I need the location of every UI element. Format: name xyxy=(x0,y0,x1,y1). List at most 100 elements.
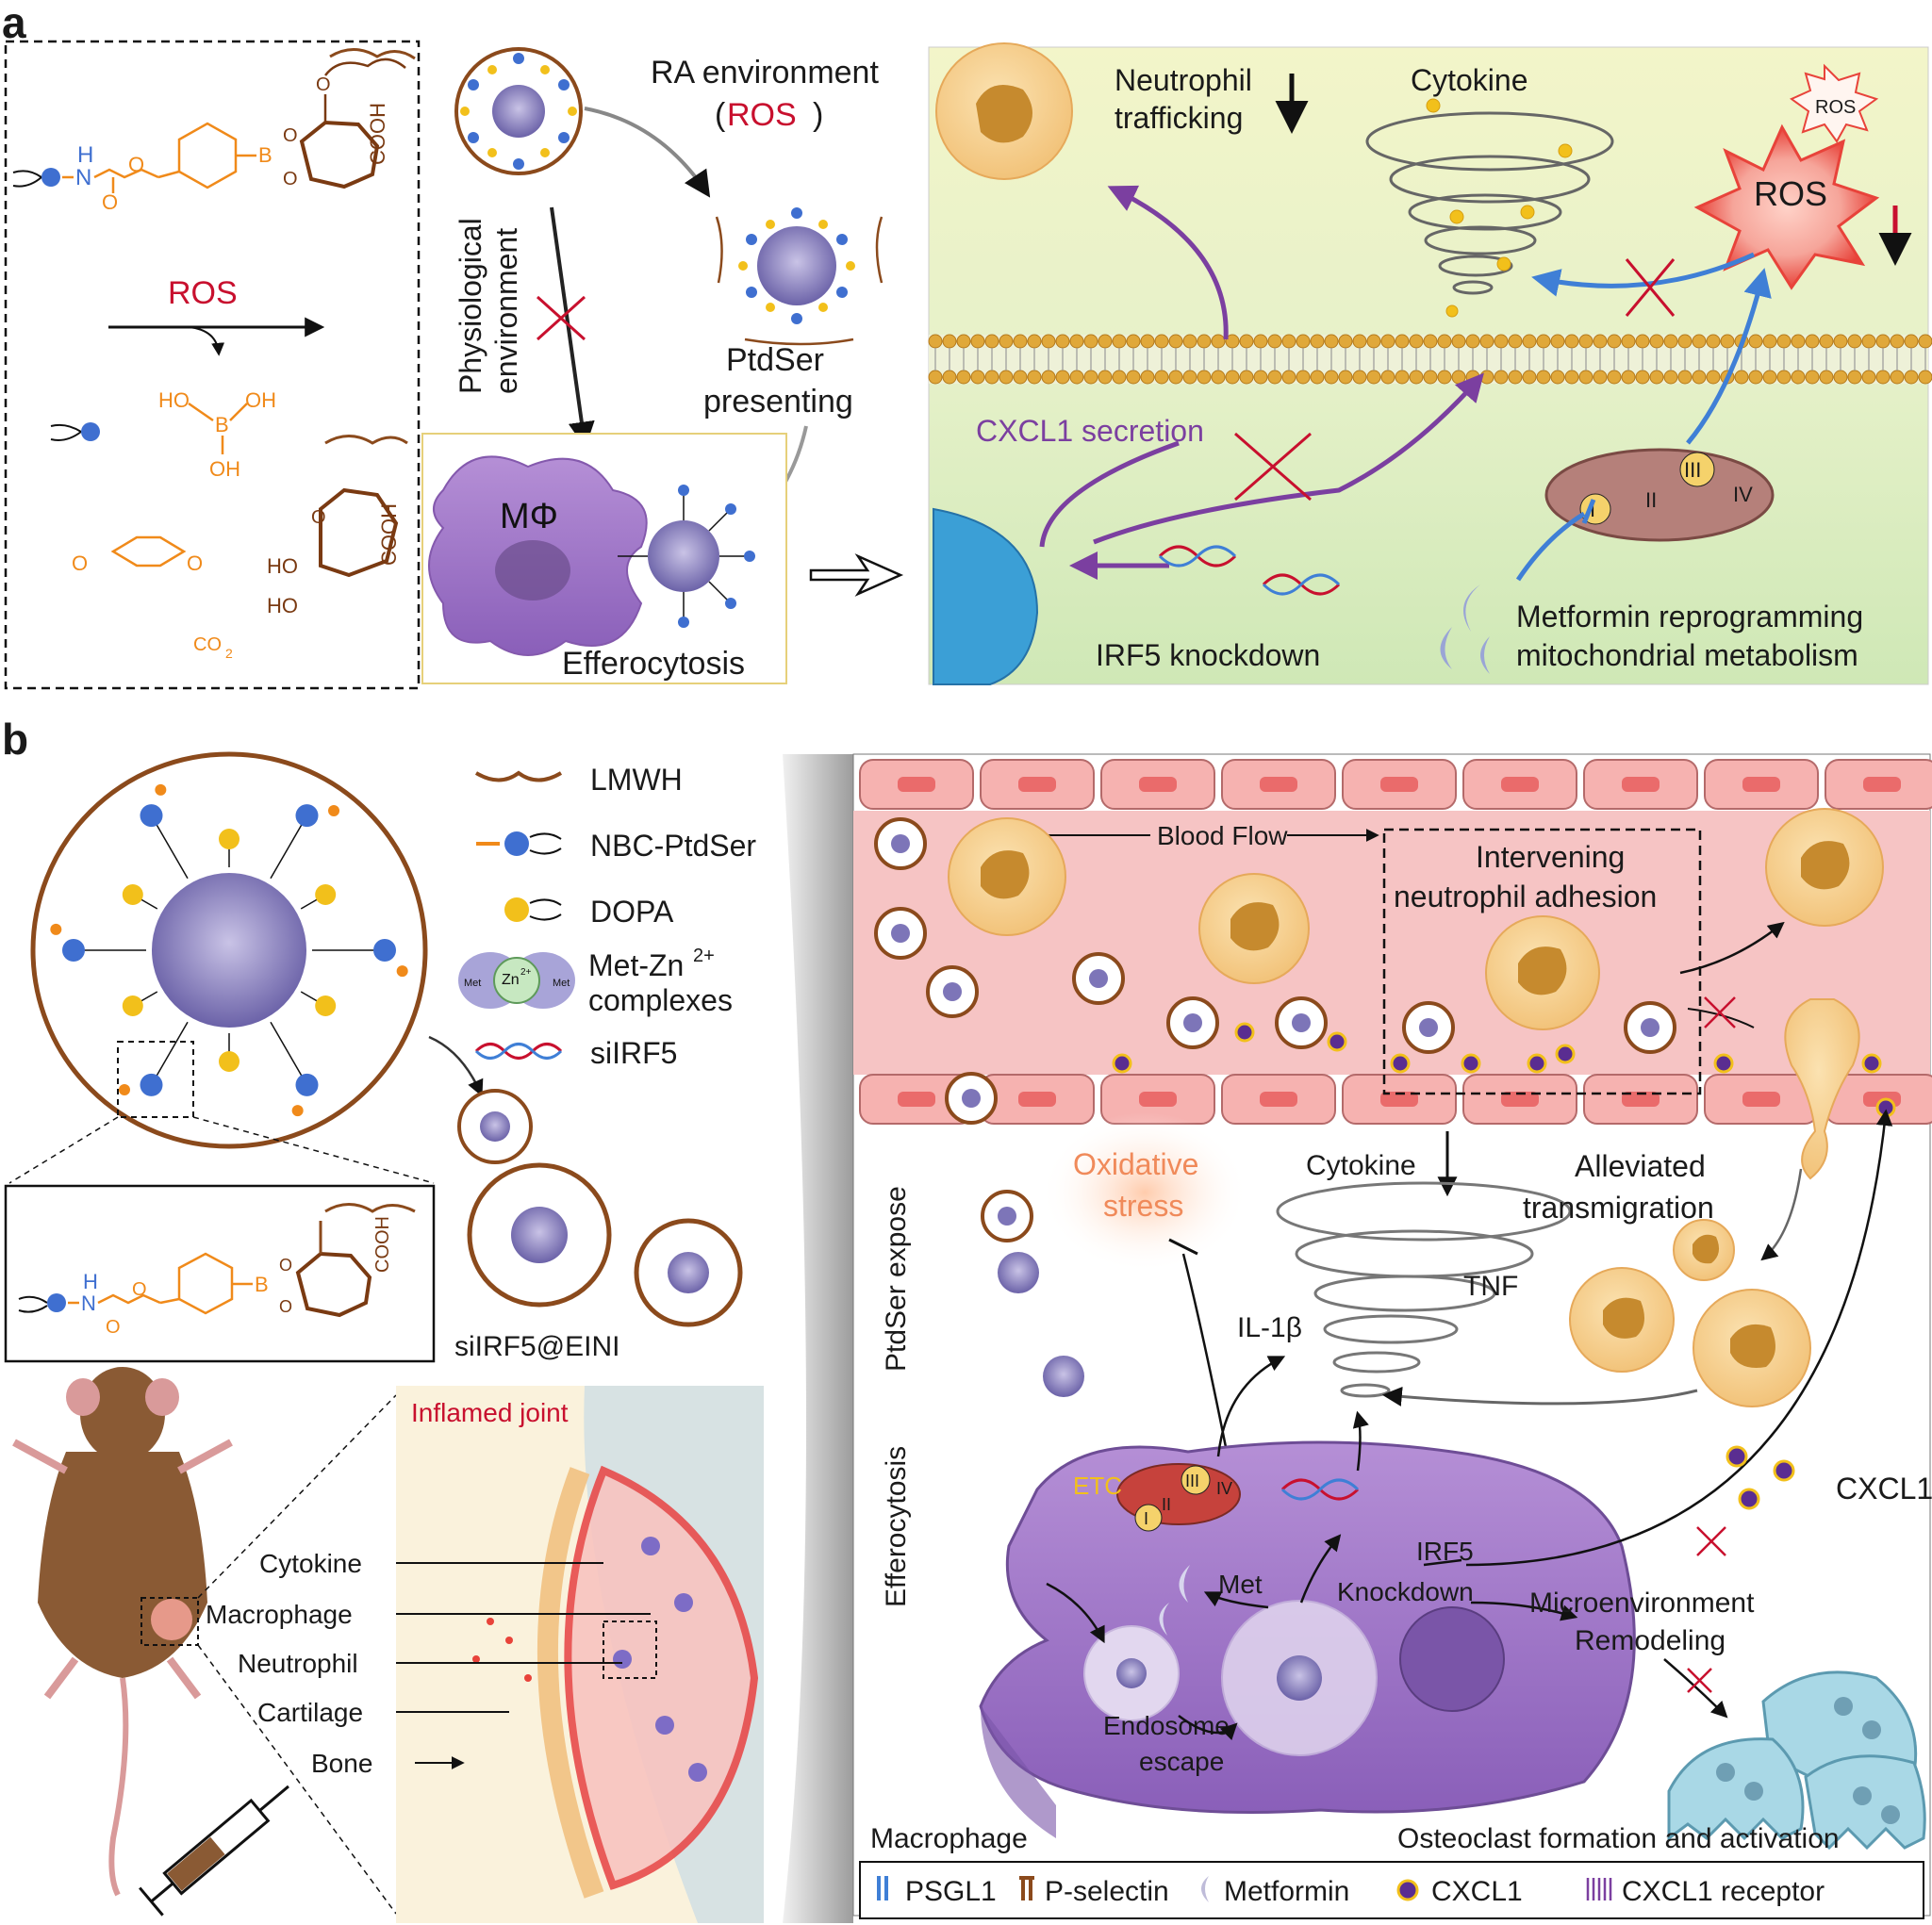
svg-text:I: I xyxy=(1590,498,1595,521)
svg-text:TNF: TNF xyxy=(1463,1271,1518,1302)
cell-membrane xyxy=(928,334,1932,385)
svg-text:CO: CO xyxy=(193,634,222,655)
svg-text:N: N xyxy=(75,165,91,190)
svg-text:ROS: ROS xyxy=(1815,97,1856,118)
svg-text:O: O xyxy=(128,153,144,176)
svg-text:Metformin reprogramming: Metformin reprogramming xyxy=(1516,600,1863,633)
svg-text:Macrophage: Macrophage xyxy=(206,1600,353,1629)
svg-text:Bone: Bone xyxy=(311,1749,372,1778)
svg-text:environment: environment xyxy=(489,228,523,394)
cxcl1-receptor-icon xyxy=(1586,1878,1612,1900)
svg-text:III: III xyxy=(1684,458,1701,482)
mechanism-scheme: Neutrophil trafficking Cytokine ROS ROS … xyxy=(928,42,1932,685)
svg-text:I: I xyxy=(1144,1509,1148,1528)
targeting-scheme: RA environment ( ROS ) Physiological env… xyxy=(421,47,883,684)
svg-text:Met-Zn: Met-Zn xyxy=(588,948,684,982)
svg-text:CXCL1: CXCL1 xyxy=(1431,1876,1523,1907)
svg-text:complexes: complexes xyxy=(588,983,733,1017)
svg-text:O: O xyxy=(283,169,298,189)
svg-text:Macrophage: Macrophage xyxy=(870,1823,1028,1854)
svg-text:H: H xyxy=(77,142,93,168)
svg-text:COOH: COOH xyxy=(377,503,401,566)
macrophage-symbol: MΦ xyxy=(500,497,558,536)
svg-text:III: III xyxy=(1185,1472,1199,1490)
svg-text:Cartilage: Cartilage xyxy=(257,1698,363,1727)
svg-text:B: B xyxy=(255,1273,269,1296)
svg-text:(: ( xyxy=(715,97,726,133)
svg-text:CXCL1: CXCL1 xyxy=(1836,1472,1932,1505)
svg-text:presenting: presenting xyxy=(703,384,853,420)
svg-text:COOH: COOH xyxy=(366,103,389,165)
p-selectin-icon xyxy=(1019,1876,1034,1900)
svg-text:O: O xyxy=(102,190,118,214)
svg-text:stress: stress xyxy=(1103,1189,1183,1223)
svg-text:Physiological: Physiological xyxy=(454,218,487,394)
psgl1-icon xyxy=(877,1876,888,1900)
svg-text:Zn: Zn xyxy=(502,972,520,988)
svg-text:ETC: ETC xyxy=(1073,1472,1122,1500)
svg-text:Intervening: Intervening xyxy=(1476,840,1625,874)
linker-inset: H N O O B O O COOH xyxy=(4,1184,436,1363)
svg-text:2+: 2+ xyxy=(693,946,715,966)
svg-text:mitochondrial metabolism: mitochondrial metabolism xyxy=(1516,638,1858,672)
ros-cleavage-scheme: H N O O B O O O COOH ROS HO B OH OH O O … xyxy=(4,40,421,690)
svg-text:OH: OH xyxy=(245,388,276,412)
panel-a-letter: a xyxy=(2,0,26,47)
svg-text:2+: 2+ xyxy=(520,967,532,978)
svg-text:IV: IV xyxy=(1733,483,1753,506)
svg-text:COOH: COOH xyxy=(372,1216,393,1273)
svg-text:Cytokine: Cytokine xyxy=(1306,1150,1416,1181)
svg-text:Cytokine: Cytokine xyxy=(1411,63,1528,97)
svg-text:Met: Met xyxy=(1218,1570,1263,1599)
svg-text:PtdSer: PtdSer xyxy=(726,342,824,378)
svg-text:O: O xyxy=(106,1317,121,1338)
ros-label: ROS xyxy=(168,275,238,311)
svg-text:NBC-PtdSer: NBC-PtdSer xyxy=(590,829,756,863)
svg-text:O: O xyxy=(279,1297,292,1316)
svg-text:Efferocytosis: Efferocytosis xyxy=(562,646,745,682)
zoom-connector xyxy=(783,754,853,1923)
svg-text:O: O xyxy=(283,125,298,146)
svg-text:O: O xyxy=(316,74,331,95)
svg-text:O: O xyxy=(72,551,88,575)
vessel-tissue-scheme: Blood Flow Intervening neutrophil adhesi… xyxy=(852,753,1932,1917)
formulated-particles xyxy=(457,1089,743,1327)
svg-text:Remodeling: Remodeling xyxy=(1575,1625,1726,1656)
svg-text:HO: HO xyxy=(267,554,298,578)
headgroup-icon xyxy=(41,168,60,187)
svg-text:Inflamed joint: Inflamed joint xyxy=(411,1398,569,1427)
inflamed-joint: Inflamed joint Cytokine Macrophage Neutr… xyxy=(206,1386,764,1923)
svg-text:Alleviated: Alleviated xyxy=(1575,1149,1706,1183)
svg-text:RA environment: RA environment xyxy=(651,55,879,90)
svg-text:Microenvironment: Microenvironment xyxy=(1529,1588,1755,1619)
svg-text:Osteoclast formation and activ: Osteoclast formation and activation xyxy=(1397,1823,1840,1854)
svg-text:ROS: ROS xyxy=(727,97,797,133)
svg-text:HO: HO xyxy=(267,594,298,617)
svg-text:IRF5 knockdown: IRF5 knockdown xyxy=(1096,638,1320,672)
svg-text:B: B xyxy=(258,143,272,167)
svg-text:OH: OH xyxy=(209,457,240,481)
svg-text:Oxidative: Oxidative xyxy=(1073,1147,1198,1181)
svg-text:DOPA: DOPA xyxy=(590,895,674,929)
svg-text:O: O xyxy=(187,551,203,575)
svg-text:Neutrophil: Neutrophil xyxy=(238,1649,358,1678)
svg-text:PtdSer expose: PtdSer expose xyxy=(881,1186,912,1372)
svg-text:Blood Flow: Blood Flow xyxy=(1157,821,1288,850)
svg-text:escape: escape xyxy=(1139,1747,1224,1776)
svg-text:ROS: ROS xyxy=(1754,174,1827,213)
svg-text:P-selectin: P-selectin xyxy=(1045,1876,1169,1907)
svg-text:IL-1β: IL-1β xyxy=(1237,1312,1302,1343)
svg-text:II: II xyxy=(1162,1495,1171,1514)
svg-text:IRF5: IRF5 xyxy=(1416,1537,1474,1566)
svg-text:): ) xyxy=(813,97,823,133)
svg-text:Neutrophil: Neutrophil xyxy=(1115,63,1252,97)
svg-text:CXCL1 receptor: CXCL1 receptor xyxy=(1622,1876,1825,1907)
svg-text:H: H xyxy=(83,1270,98,1293)
nanoparticle-diagram xyxy=(8,751,435,1184)
svg-text:Metformin: Metformin xyxy=(1224,1876,1349,1907)
panel-b-letter: b xyxy=(2,715,28,764)
svg-text:Knockdown: Knockdown xyxy=(1337,1577,1474,1606)
svg-text:II: II xyxy=(1645,488,1657,512)
svg-text:IV: IV xyxy=(1216,1479,1232,1498)
